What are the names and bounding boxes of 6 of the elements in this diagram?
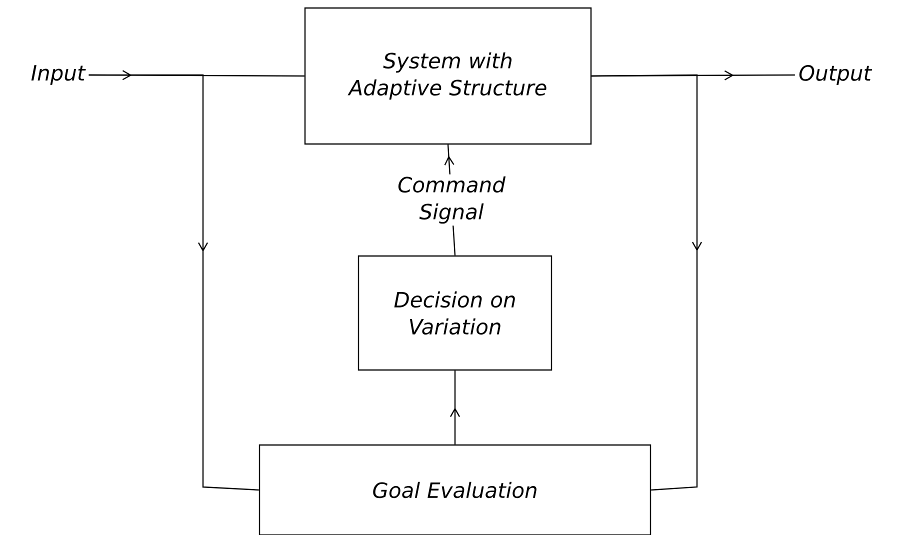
- process-box: Decision on Variation: [358, 255, 552, 371]
- signal-label: Output: [799, 65, 872, 85]
- signal-label: Input: [31, 65, 86, 85]
- process-box: Goal Evaluation: [258, 444, 652, 535]
- edge-label: Command Signal: [384, 174, 518, 226]
- process-box: System with Adaptive Structure: [304, 7, 592, 145]
